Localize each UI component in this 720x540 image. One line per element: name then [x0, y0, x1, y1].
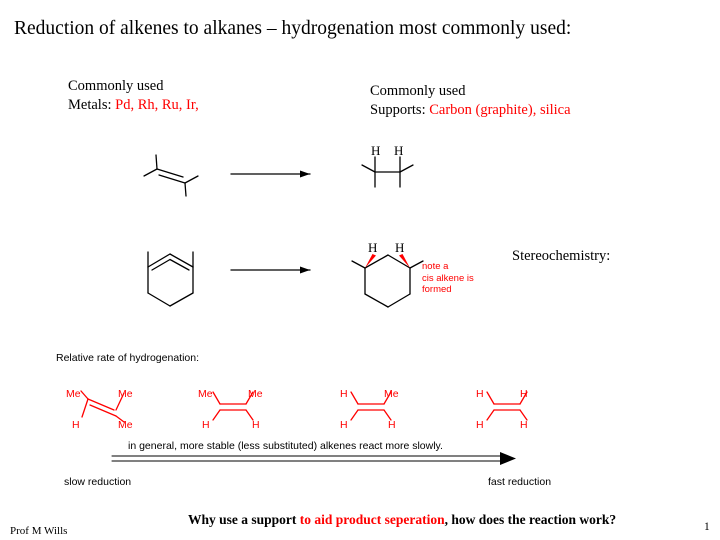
cis-alkene-note-line3: formed — [422, 284, 452, 295]
structure-cyclohexene — [147, 251, 194, 307]
alkene4-label-top-left: H — [476, 388, 484, 400]
alkene4-label-bottom-right: H — [520, 419, 528, 431]
alkene1-label-top-left: Me — [66, 388, 81, 400]
footer-question-prefix: Why use a support — [188, 512, 300, 527]
product1-hydrogen-left: H — [371, 143, 381, 158]
cis-alkene-note-line1: note a — [422, 261, 449, 272]
cis-alkene-note: note a cis alkene is formed — [422, 261, 474, 296]
footer-question: Why use a support to aid product seperat… — [188, 512, 616, 528]
footer-author: Prof M Wills — [10, 525, 68, 537]
structure-relrate-alkene-4 — [486, 391, 528, 421]
metals-label-line2: Metals: Pd, Rh, Ru, Ir, — [68, 97, 199, 114]
footer-page-number: 1 — [704, 521, 710, 533]
alkene4-label-top-right: H — [520, 388, 528, 400]
alkene3-label-bottom-left: H — [340, 419, 348, 431]
supports-value: Carbon (graphite), silica — [429, 102, 571, 118]
general-rule-label: in general, more stable (less substitute… — [128, 440, 443, 452]
footer-question-suffix: , how does the reaction work? — [444, 512, 617, 527]
alkene3-label-bottom-right: H — [388, 419, 396, 431]
alkene2-label-top-right: Me — [248, 388, 263, 400]
alkene2-label-bottom-left: H — [202, 419, 210, 431]
alkene1-label-bottom-right: Me — [118, 419, 133, 431]
structure-cis-dimethylcyclohexane — [351, 254, 424, 308]
supports-label-line2: Supports: Carbon (graphite), silica — [370, 102, 571, 119]
slow-reduction-label: slow reduction — [64, 476, 132, 488]
structure-relrate-alkene-2 — [212, 391, 254, 421]
product2-hydrogen-right: H — [395, 240, 405, 255]
metals-label-line1: Commonly used — [68, 78, 164, 94]
structure-alkane-product-1 — [361, 156, 414, 188]
metals-prefix: Metals: — [68, 97, 112, 113]
alkene2-label-bottom-right: H — [252, 419, 260, 431]
structure-relrate-alkene-1 — [80, 390, 125, 423]
product2-hydrogen-left: H — [368, 240, 378, 255]
supports-prefix: Supports: — [370, 102, 426, 118]
supports-label-line1: Commonly used — [370, 83, 466, 99]
alkene2-label-top-left: Me — [198, 388, 213, 400]
reaction-arrow-1 — [230, 170, 311, 178]
alkene1-label-bottom-left: H — [72, 419, 80, 431]
metals-value: Pd, Rh, Ru, Ir, — [115, 97, 199, 113]
stereo-wedges — [365, 254, 410, 268]
rate-trend-arrow — [111, 452, 516, 465]
alkene4-label-bottom-left: H — [476, 419, 484, 431]
cis-alkene-note-line2: cis alkene is — [422, 272, 474, 284]
page-title: Reduction of alkenes to alkanes – hydrog… — [14, 18, 572, 39]
stereochemistry-label: Stereochemistry: — [512, 248, 611, 264]
fast-reduction-label: fast reduction — [488, 476, 552, 488]
footer-question-highlight: to aid product seperation — [299, 512, 445, 527]
product1-hydrogen-right: H — [394, 143, 404, 158]
relative-rate-label: Relative rate of hydrogenation: — [56, 352, 200, 364]
structure-relrate-alkene-3 — [350, 391, 392, 421]
alkene3-label-top-left: H — [340, 388, 348, 400]
reaction-arrow-2 — [230, 266, 311, 274]
structure-alkene-tetrasubstituted — [143, 154, 199, 197]
